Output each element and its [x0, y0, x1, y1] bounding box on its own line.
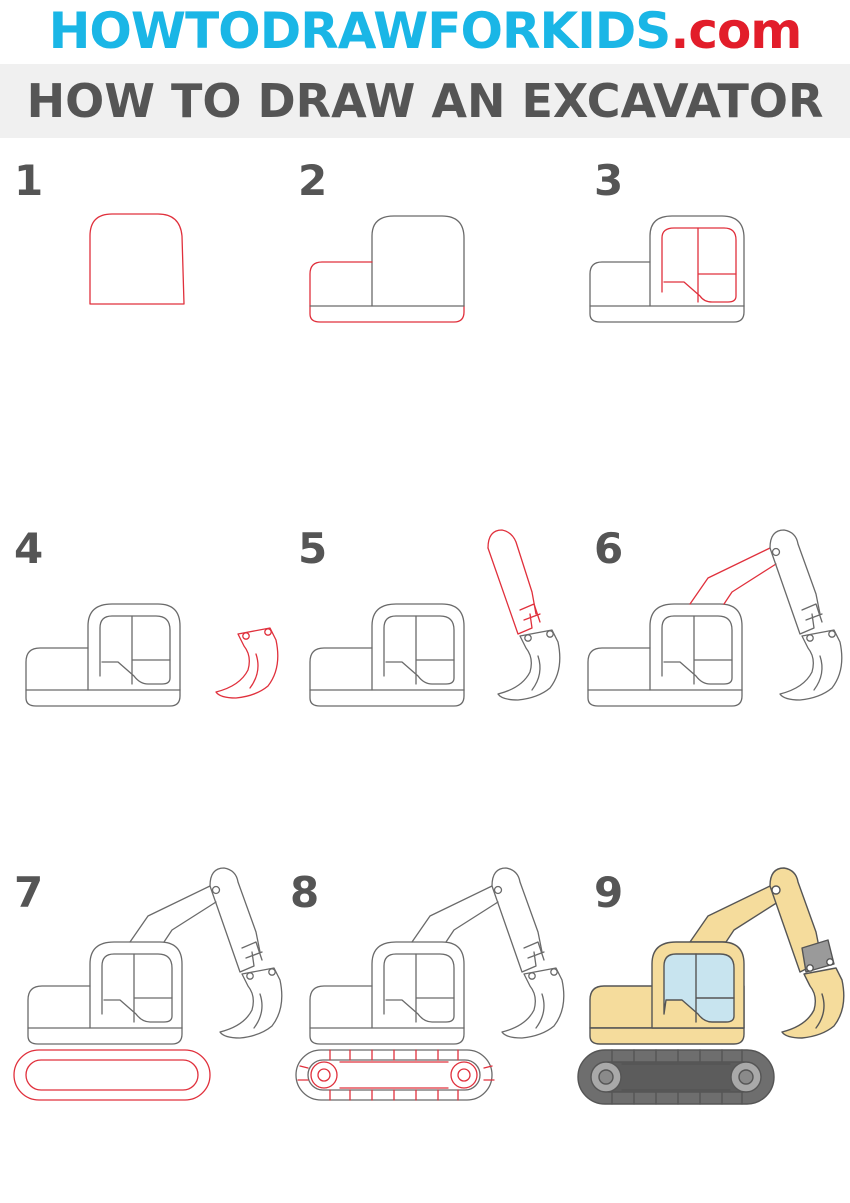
- step-number-1: 1: [14, 156, 44, 205]
- step-2-drawing: [309, 215, 465, 323]
- step-1-drawing: [89, 213, 185, 305]
- step-number-2: 2: [298, 156, 328, 205]
- site-banner: HOWTODRAWFORKIDS.com: [0, 0, 850, 60]
- step-8-drawing: [295, 867, 565, 1101]
- step-3-drawing: [589, 215, 745, 323]
- step-number-7: 7: [14, 868, 44, 917]
- step-number-9: 9: [594, 868, 624, 917]
- page-title: HOW TO DRAW AN EXCAVATOR: [26, 74, 824, 128]
- step-number-8: 8: [290, 868, 320, 917]
- step-7-drawing: [13, 867, 283, 1101]
- site-tld: .com: [670, 2, 802, 60]
- step-6-drawing: [587, 529, 843, 707]
- step-9-drawing: [577, 867, 845, 1105]
- step-4-drawing: [25, 603, 279, 707]
- step-number-6: 6: [594, 524, 624, 573]
- step-number-4: 4: [14, 524, 44, 573]
- title-bar: HOW TO DRAW AN EXCAVATOR: [0, 64, 850, 138]
- site-name: HOWTODRAWFORKIDS: [48, 2, 672, 60]
- step-5-drawing: [309, 529, 561, 707]
- step-number-3: 3: [594, 156, 624, 205]
- step-number-5: 5: [298, 524, 328, 573]
